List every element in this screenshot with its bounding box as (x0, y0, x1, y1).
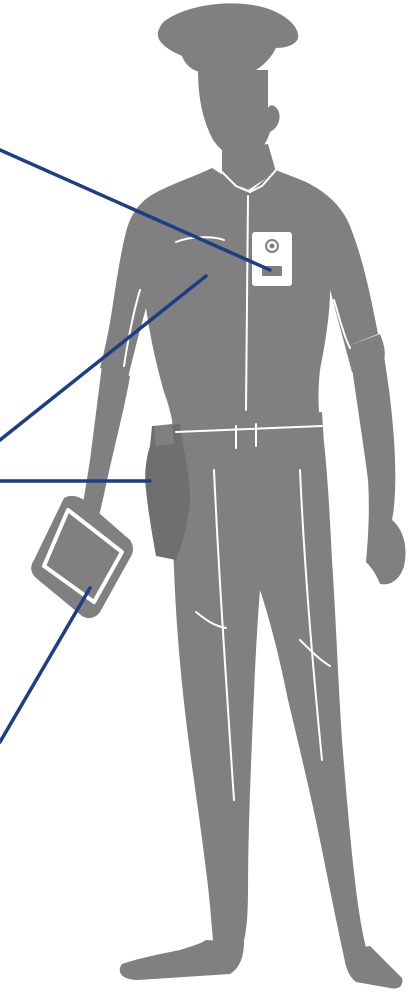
body-camera-lens-dot (270, 244, 275, 249)
holster-grip (154, 424, 174, 446)
right-shoe (344, 946, 402, 989)
officer-silhouette (31, 3, 405, 988)
right-arm (352, 356, 406, 584)
left-shoe (120, 940, 244, 980)
police-hat (158, 3, 298, 72)
uniform-pants (173, 442, 371, 966)
tablet-callout (0, 588, 90, 742)
uniform-shirt (100, 168, 378, 430)
